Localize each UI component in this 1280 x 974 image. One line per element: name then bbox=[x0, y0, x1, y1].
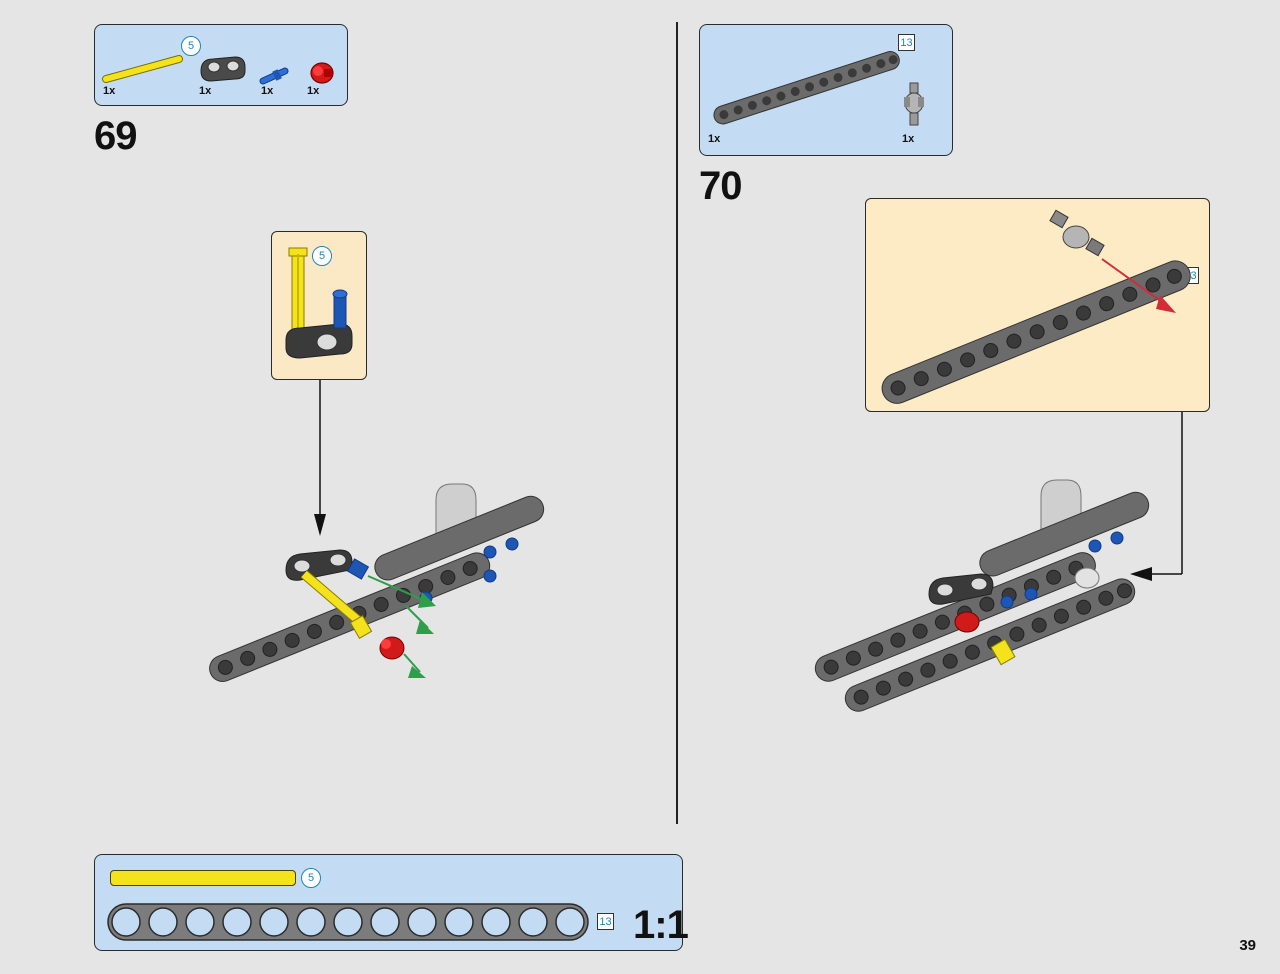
part-qty: 1x bbox=[103, 85, 116, 97]
callout-beam-assembly-icon bbox=[881, 209, 1191, 404]
step-69-parts-box: 5 1x 1x 1x 1x bbox=[94, 24, 348, 106]
beam-hole bbox=[148, 907, 178, 937]
page-divider bbox=[676, 22, 678, 824]
axle-ruler bbox=[110, 870, 296, 886]
callout-axle-badge: 5 bbox=[312, 246, 332, 266]
step-70-parts-box: 13 1x 1x bbox=[699, 24, 953, 156]
beam-hole bbox=[259, 907, 289, 937]
beam-hole bbox=[481, 907, 511, 937]
callout-arrow-70 bbox=[1130, 412, 1183, 581]
part-qty: 1x bbox=[199, 85, 212, 97]
gray-beam-icon bbox=[713, 51, 900, 125]
gray-connector-icon bbox=[200, 56, 246, 82]
part-qty: 1x bbox=[261, 85, 274, 97]
blue-pin-icon bbox=[259, 67, 289, 85]
yellow-axle-icon bbox=[102, 55, 183, 83]
part-qty: 1x bbox=[902, 133, 915, 145]
beam-hole bbox=[222, 907, 252, 937]
beam-hole bbox=[555, 907, 585, 937]
step-69-model bbox=[209, 483, 545, 683]
part-qty: 1x bbox=[708, 133, 721, 145]
step-69-callout: 5 bbox=[271, 231, 367, 380]
red-bush-icon bbox=[310, 62, 334, 84]
callout-arrow-69 bbox=[314, 380, 326, 536]
callout-subassembly-icon bbox=[285, 247, 353, 359]
page-number: 39 bbox=[1239, 937, 1256, 954]
beam-ruler-badge: 13 bbox=[597, 913, 614, 930]
beam-size-badge: 13 bbox=[898, 34, 915, 51]
beam-hole bbox=[111, 907, 141, 937]
axle-ruler-badge: 5 bbox=[301, 868, 321, 888]
beam-hole bbox=[296, 907, 326, 937]
scale-label: 1:1 bbox=[633, 903, 689, 947]
beam-hole bbox=[407, 907, 437, 937]
step-number: 70 bbox=[699, 164, 742, 208]
step-70-callout: 13 bbox=[865, 198, 1210, 412]
beam-hole bbox=[333, 907, 363, 937]
step-70-model bbox=[814, 479, 1150, 712]
part-qty: 1x bbox=[307, 85, 320, 97]
beam-hole bbox=[370, 907, 400, 937]
beam-hole bbox=[185, 907, 215, 937]
beam-hole bbox=[518, 907, 548, 937]
gray-axle-connector-icon bbox=[904, 82, 924, 126]
beam-ruler bbox=[107, 903, 589, 941]
step-number: 69 bbox=[94, 114, 137, 158]
axle-size-badge: 5 bbox=[181, 36, 201, 56]
beam-hole bbox=[444, 907, 474, 937]
scale-ruler-box: 5 13 1:1 bbox=[94, 854, 689, 951]
